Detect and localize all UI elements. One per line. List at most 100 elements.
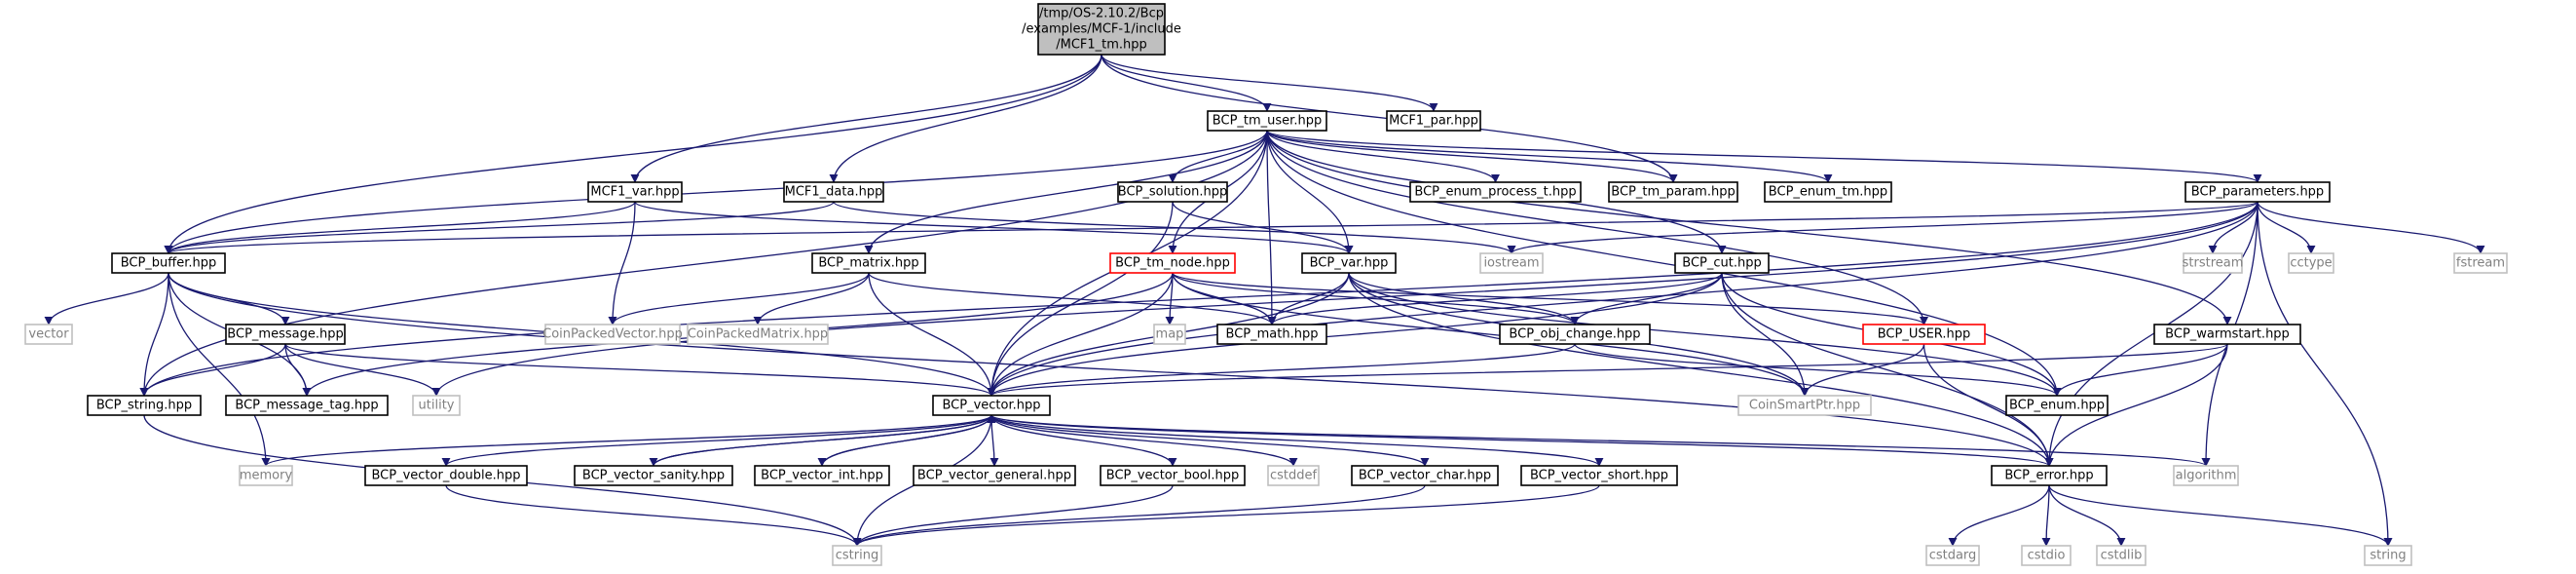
edge-bcp-obj-change-to-bcp-enum [1574,343,2062,397]
edge-bcp-tm-user-to-bcp-warmstart [1266,130,2232,325]
node-box [1117,181,1228,203]
node-label: fstream [2456,256,2505,271]
node-bcp-error[interactable]: BCP_error.hpp [1991,465,2108,486]
node-bcp-vector[interactable]: BCP_vector.hpp [932,395,1051,416]
node-bcp-tm-user[interactable]: BCP_tm_user.hpp [1207,110,1327,132]
node-bcp-vector-char[interactable]: BCP_vector_char.hpp [1351,465,1499,486]
node-bcp-vector-bool[interactable]: BCP_vector_bool.hpp [1100,465,1246,486]
edge-mcf1-data-to-bcp-buffer [164,201,835,254]
edge-bcp-vector-to-memory [261,414,992,467]
node-label: /MCF1_tm.hpp [1056,38,1147,53]
node-mcf1-par[interactable]: MCF1_par.hpp [1386,110,1481,132]
edge-bcp-warmstart-to-bcp-vector [987,343,2228,397]
node-map[interactable]: map [1153,324,1186,345]
node-bcp-obj-change[interactable]: BCP_obj_change.hpp [1499,324,1651,345]
node-bcp-solution[interactable]: BCP_solution.hpp [1117,181,1228,203]
node-fstream[interactable]: fstream [2453,252,2508,274]
node-box [587,181,683,203]
node-label: MCF1_data.hpp [785,185,883,200]
node-string[interactable]: string [2364,545,2412,566]
node-bcp-user[interactable]: BCP_USER.hpp [1862,324,1986,345]
node-cstdarg[interactable]: cstdarg [1925,545,1980,566]
node-label: BCP_enum_process_t.hpp [1414,185,1576,200]
edge-bcp-cut-to-bcp-obj-change [1570,272,1723,325]
node-box [1301,252,1397,274]
node-box [754,465,890,486]
node-bcp-buffer[interactable]: BCP_buffer.hpp [111,252,226,274]
node-memory[interactable]: memory [239,465,293,486]
edge-bcp-vector-to-bcp-error [990,414,2054,467]
node-label: BCP_tm_param.hpp [1611,185,1735,200]
edge-bcp-tm-user-to-bcp-solution [1168,130,1268,183]
node-bcp-message[interactable]: BCP_message.hpp [225,324,346,345]
node-bcp-parameters[interactable]: BCP_parameters.hpp [2184,181,2331,203]
node-coin-packed-vector[interactable]: CoinPackedVector.hpp [542,324,683,345]
node-box [2005,395,2109,416]
node-box [832,545,882,566]
node-cstddef[interactable]: cstddef [1267,465,1320,486]
edge-bcp-warmstart-to-bcp-enum [2052,343,2228,397]
node-mcf1-var[interactable]: MCF1_var.hpp [587,181,683,203]
node-bcp-math[interactable]: BCP_math.hpp [1216,324,1327,345]
node-cctype[interactable]: cctype [2288,252,2334,274]
node-box [364,465,528,486]
node-bcp-cut[interactable]: BCP_cut.hpp [1674,252,1770,274]
node-cstdio[interactable]: cstdio [2021,545,2072,566]
node-coin-packed-matrix[interactable]: CoinPackedMatrix.hpp [687,324,829,345]
node-box [2153,324,2301,345]
edge-bcp-vector-to-bcp-vector-general [989,414,999,467]
node-label: MCF1_var.hpp [590,185,679,200]
node-utility[interactable]: utility [412,395,461,416]
edge-bcp-vector-sanity-to-bcp-vector [653,414,996,467]
node-bcp-enum-process-t[interactable]: BCP_enum_process_t.hpp [1409,181,1582,203]
node-label: BCP_enum.hpp [2009,399,2105,413]
edge-bcp-parameters-to-string [2257,201,2393,547]
edge-bcp-message-to-bcp-vector [284,343,996,397]
edge-bcp-parameters-to-utility [431,201,2259,397]
node-algorithm[interactable]: algorithm [2173,465,2239,486]
node-bcp-var[interactable]: BCP_var.hpp [1301,252,1397,274]
node-iostream[interactable]: iostream [1479,252,1544,274]
edge-bcp-tm-user-to-bcp-parameters [1266,130,2262,183]
node-box [1351,465,1499,486]
node-cstdlib[interactable]: cstdlib [2096,545,2147,566]
node-label: BCP_string.hpp [96,399,192,413]
edge-bcp-vector-to-bcp-vector-double [441,414,992,467]
node-box [932,395,1051,416]
node-bcp-tm-param[interactable]: BCP_tm_param.hpp [1608,181,1738,203]
node-cstring[interactable]: cstring [832,545,882,566]
edge-bcp-tm-node-to-bcp-obj-change [1172,272,1580,325]
node-coin-smart-ptr[interactable]: CoinSmartPtr.hpp [1737,395,1872,416]
node-bcp-warmstart[interactable]: BCP_warmstart.hpp [2153,324,2301,345]
edge-bcp-matrix-to-coin-packed-matrix [753,272,870,325]
node-box [1862,324,1986,345]
node-bcp-tm-node[interactable]: BCP_tm_node.hpp [1109,252,1236,274]
node-label: iostream [1483,256,1539,271]
edge-bcp-vector-double-to-cstring [445,484,862,547]
node-bcp-vector-int[interactable]: BCP_vector_int.hpp [754,465,890,486]
node-bcp-enum-tm[interactable]: BCP_enum_tm.hpp [1764,181,1892,203]
node-bcp-vector-double[interactable]: BCP_vector_double.hpp [364,465,528,486]
edge-bcp-error-to-cstdarg [1948,484,2050,547]
node-box [225,324,346,345]
node-bcp-string[interactable]: BCP_string.hpp [87,395,202,416]
node-box [1925,545,1980,566]
node-box [1499,324,1651,345]
node-bcp-vector-general[interactable]: BCP_vector_general.hpp [913,465,1076,486]
node-box [2184,181,2331,203]
node-bcp-matrix[interactable]: BCP_matrix.hpp [811,252,926,274]
node-bcp-vector-sanity[interactable]: BCP_vector_sanity.hpp [574,465,733,486]
node-label: BCP_vector_general.hpp [917,469,1071,483]
node-mcf1-data[interactable]: MCF1_data.hpp [783,181,884,203]
node-strstream[interactable]: strstream [2183,252,2244,274]
node-bcp-message-tag[interactable]: BCP_message_tag.hpp [225,395,389,416]
edge-bcp-solution-to-bcp-vector [987,201,1174,397]
edge-bcp-tm-user-to-bcp-enum-tm [1266,130,1833,183]
node-root[interactable]: /tmp/OS-2.10.2/Bcp/examples/MCF-1/includ… [1022,3,1181,56]
node-box [87,395,202,416]
node-bcp-vector-short[interactable]: BCP_vector_short.hpp [1520,465,1678,486]
edge-bcp-message-to-bcp-string [139,343,286,397]
node-vector[interactable]: vector [24,324,73,345]
node-bcp-enum[interactable]: BCP_enum.hpp [2005,395,2109,416]
edge-bcp-tm-user-to-bcp-enum-process-t [1266,130,1500,183]
